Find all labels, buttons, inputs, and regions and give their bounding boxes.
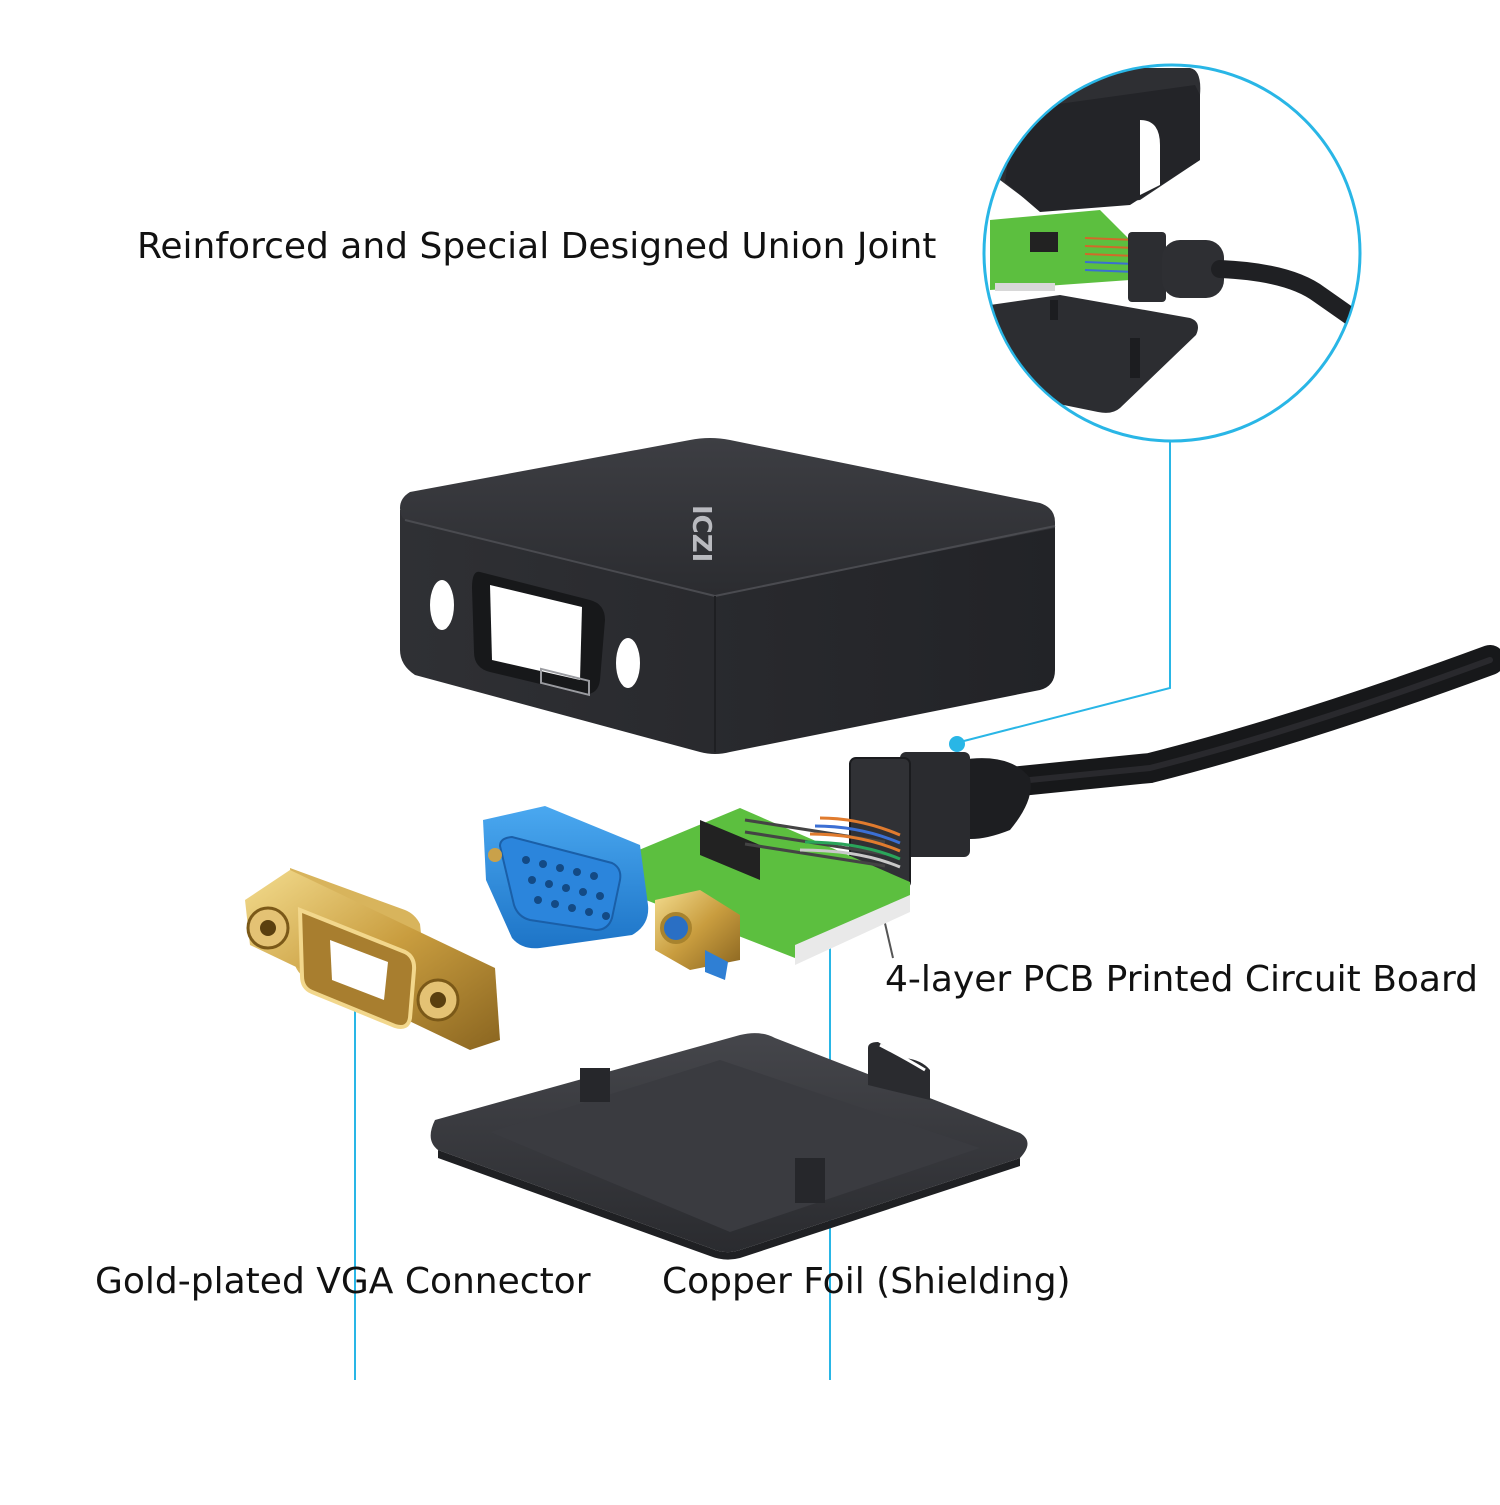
bottom-plate	[430, 1033, 1028, 1260]
pcb-label: 4-layer PCB Printed Circuit Board	[885, 959, 1479, 1000]
vga-port-icon	[540, 667, 590, 697]
union-joint-zoom	[982, 63, 1362, 443]
gold-vga-connector	[245, 868, 500, 1050]
union-joint-label: Reinforced and Special Designed Union Jo…	[137, 226, 937, 267]
copper-foil-label: Copper Foil (Shielding)	[662, 1261, 1071, 1302]
pcb-assembly	[483, 806, 910, 980]
union-joint-callout	[959, 438, 1171, 743]
gold-vga-label: Gold-plated VGA Connector	[95, 1261, 591, 1302]
union-joint-dot	[949, 736, 965, 752]
brand-logo: ICZI	[686, 505, 716, 562]
top-housing	[400, 438, 1056, 754]
